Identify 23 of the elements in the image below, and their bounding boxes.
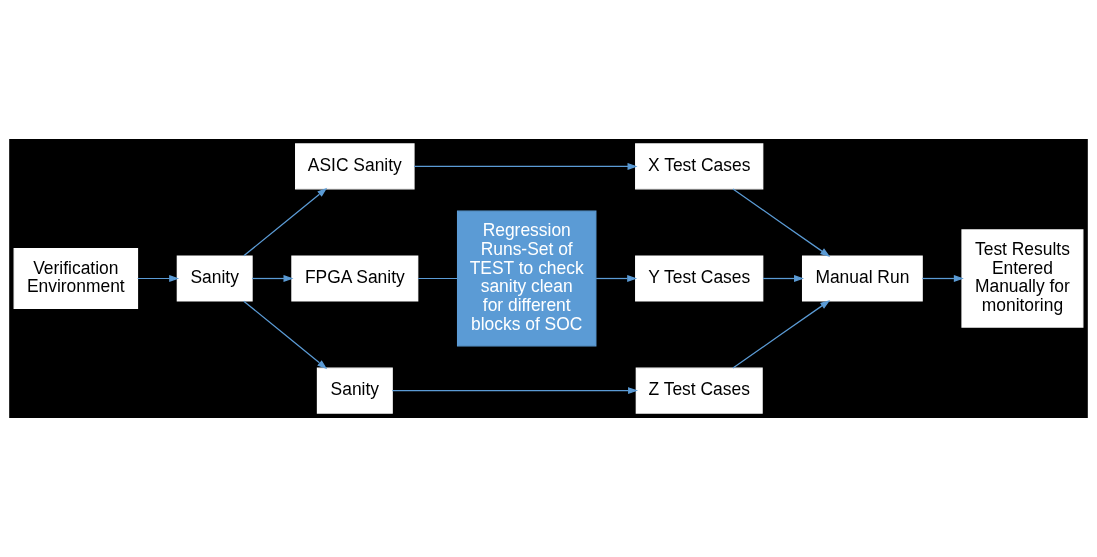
node-box: Verification Environment bbox=[13, 248, 139, 309]
node-box: Sanity bbox=[316, 367, 393, 414]
arrow bbox=[732, 188, 831, 257]
arrow bbox=[243, 187, 328, 257]
node-box: Z Test Cases bbox=[635, 367, 763, 414]
arrow bbox=[391, 387, 639, 395]
arrow bbox=[137, 275, 180, 282]
node-box: Y Test Cases bbox=[635, 255, 764, 302]
connector bbox=[417, 277, 458, 280]
node-box: Sanity bbox=[176, 255, 253, 302]
node-box: Regression Runs-Set of TEST to check sanity clean for different blocks of SOC bbox=[456, 210, 597, 347]
arrow bbox=[595, 275, 638, 282]
node-box: ASIC Sanity bbox=[295, 143, 415, 190]
arrow bbox=[921, 275, 964, 282]
arrow bbox=[413, 162, 638, 170]
arrow bbox=[762, 275, 805, 282]
node-box: FPGA Sanity bbox=[291, 255, 419, 302]
arrow bbox=[732, 300, 831, 369]
node-box: Test Results Entered Manually for monitoring bbox=[961, 229, 1084, 328]
arrow bbox=[243, 300, 328, 370]
node-box: Manual Run bbox=[801, 255, 923, 302]
arrow bbox=[251, 275, 294, 282]
node-box: X Test Cases bbox=[635, 143, 764, 190]
